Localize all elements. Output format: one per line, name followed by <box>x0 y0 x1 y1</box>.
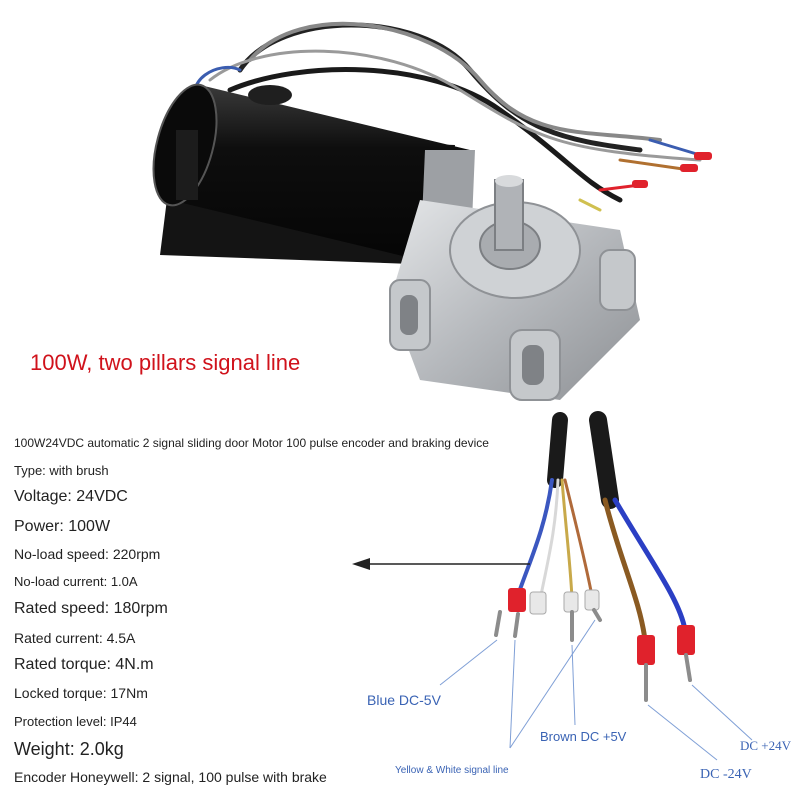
spec-locked-torque: Locked torque: 17Nm <box>14 685 148 701</box>
spec-voltage: Voltage: 24VDC <box>14 488 128 505</box>
spec-title: 100W24VDC automatic 2 signal sliding doo… <box>14 436 489 450</box>
label-dc-minus-24v: DC -24V <box>700 767 752 782</box>
spec-power: Power: 100W <box>14 518 111 535</box>
wire-bundle <box>516 411 688 643</box>
spec-no-load-current: No-load current: 1.0A <box>14 574 138 589</box>
headline: 100W, two pillars signal line <box>30 350 301 375</box>
spec-no-load-speed: No-load speed: 220rpm <box>14 546 161 562</box>
callout-lines <box>439 619 753 761</box>
spec-weight: Weight: 2.0kg <box>14 739 124 759</box>
left-arrow <box>352 558 530 570</box>
label-yellow-white-signal: Yellow & White signal line <box>395 765 509 776</box>
label-dc-plus-24v: DC +24V <box>740 738 792 753</box>
label-brown-dc-5v: Brown DC +5V <box>540 729 627 744</box>
spec-protection: Protection level: IP44 <box>14 714 137 729</box>
spec-rated-torque: Rated torque: 4N.m <box>14 656 154 673</box>
cable-ferrules-top <box>632 152 712 188</box>
gearbox <box>389 175 640 401</box>
spec-encoder: Encoder Honeywell: 2 signal, 100 pulse w… <box>14 769 327 785</box>
wire-ferrules <box>494 588 695 702</box>
spec-rated-current: Rated current: 4.5A <box>14 630 136 646</box>
label-blue-dc-5v: Blue DC-5V <box>367 692 441 708</box>
spec-rated-speed: Rated speed: 180rpm <box>14 600 168 617</box>
motor-cables <box>193 21 702 212</box>
spec-type: Type: with brush <box>14 463 109 478</box>
